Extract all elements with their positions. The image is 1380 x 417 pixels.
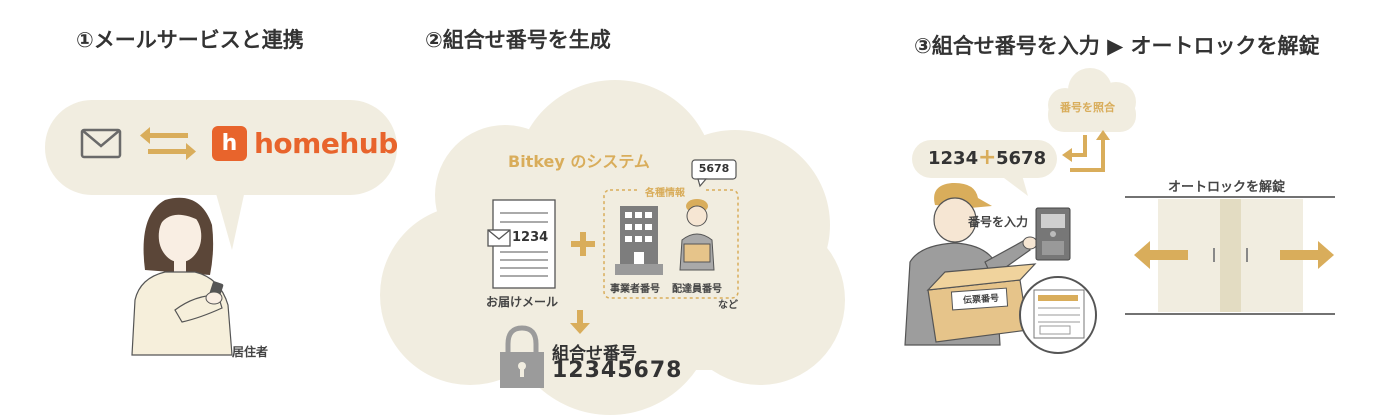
courier-with-box-illustration	[904, 182, 1038, 346]
homehub-logo-icon	[212, 126, 247, 161]
mail-number: 1234	[512, 230, 549, 245]
input-number-b: 5678	[996, 148, 1047, 169]
number-badge	[691, 159, 737, 188]
system-cloud	[380, 80, 845, 415]
courier-number-label: 配達員番号	[672, 284, 722, 295]
resident-label: 居住者	[232, 345, 269, 359]
unlock-label: オートロックを解錠	[1168, 180, 1286, 195]
input-bubble	[912, 140, 1057, 196]
verify-label: 番号を照合	[1060, 101, 1115, 114]
input-number-a: 1234	[928, 148, 979, 169]
down-arrow-icon	[570, 310, 590, 334]
etc-label: など	[718, 300, 738, 311]
combo-number: 12345678	[552, 358, 683, 383]
cloud-icon	[1048, 68, 1136, 132]
resident-illustration	[131, 197, 233, 356]
input-plus: +	[978, 145, 997, 170]
intercom-icon	[1035, 207, 1071, 261]
verify-arrows-icon	[1062, 130, 1110, 172]
courier-icon	[679, 199, 715, 271]
building-icon	[615, 206, 663, 275]
system-label: Bitkey のシステム	[508, 152, 650, 171]
invoice-icon	[1019, 276, 1097, 354]
sliding-door-icon	[1125, 196, 1335, 315]
badge-number: 5678	[698, 162, 730, 175]
enter-number-label: 番号を入力	[968, 215, 1029, 229]
mail-icon	[80, 128, 122, 159]
brand-name: homehub	[254, 127, 398, 160]
info-group-label: 各種情報	[645, 188, 685, 199]
plus-icon	[571, 232, 595, 256]
step2-title: ②組合せ番号を生成	[425, 28, 611, 52]
mail-label: お届けメール	[486, 295, 559, 309]
business-number-label: 事業者番号	[610, 284, 660, 295]
homehub-logo-char: h	[221, 131, 238, 156]
document-icon	[487, 199, 556, 289]
step1-speech-bubble	[45, 100, 397, 250]
lock-icon	[500, 325, 544, 388]
combo-title: 組合せ番号	[552, 344, 637, 364]
slip-label: 伝票番号	[962, 293, 1000, 307]
step1-title: ①メールサービスと連携	[76, 28, 304, 52]
step3-title: ③組合せ番号を入力 ▶ オートロックを解錠	[914, 34, 1320, 58]
exchange-arrows-icon	[140, 127, 196, 160]
